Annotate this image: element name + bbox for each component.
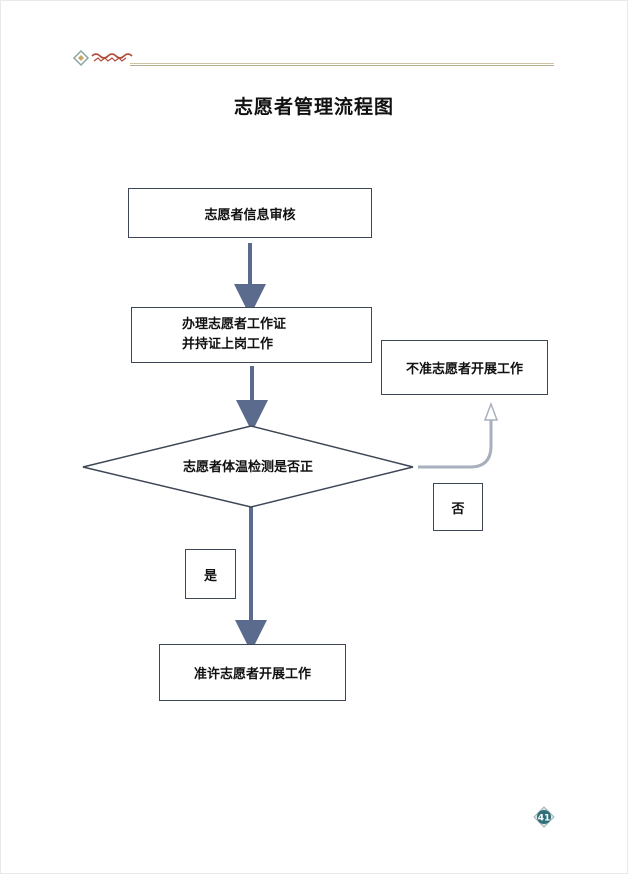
outcome-approve: 准许志愿者开展工作 bbox=[159, 644, 346, 701]
decision-label: 志愿者体温检测是否正 bbox=[182, 460, 313, 475]
header-rule bbox=[130, 63, 554, 66]
step-issue-badge: 办理志愿者工作证 并持证上岗工作 bbox=[131, 307, 372, 363]
step-issue-badge-line2: 并持证上岗工作 bbox=[182, 337, 274, 352]
step-verify-info: 志愿者信息审核 bbox=[128, 188, 372, 238]
branch-label-no-text: 否 bbox=[451, 501, 465, 517]
step-verify-info-label: 志愿者信息审核 bbox=[204, 207, 296, 223]
branch-label-no: 否 bbox=[433, 483, 483, 531]
page-number-badge: 41 bbox=[533, 806, 555, 828]
logo-icon bbox=[72, 49, 133, 67]
outcome-reject: 不准志愿者开展工作 bbox=[381, 340, 548, 395]
step-issue-badge-line1: 办理志愿者工作证 bbox=[182, 317, 287, 332]
outcome-reject-label: 不准志愿者开展工作 bbox=[405, 362, 523, 377]
branch-label-yes: 是 bbox=[185, 549, 236, 599]
arrow-decision-to-reject bbox=[418, 418, 493, 469]
page-number: 41 bbox=[538, 814, 551, 824]
branch-label-yes-text: 是 bbox=[203, 568, 217, 584]
arrow-head-open bbox=[483, 401, 499, 421]
page-title: 志愿者管理流程图 bbox=[233, 96, 394, 118]
outcome-approve-label: 准许志愿者开展工作 bbox=[193, 667, 311, 682]
decision-diamond bbox=[82, 425, 414, 508]
